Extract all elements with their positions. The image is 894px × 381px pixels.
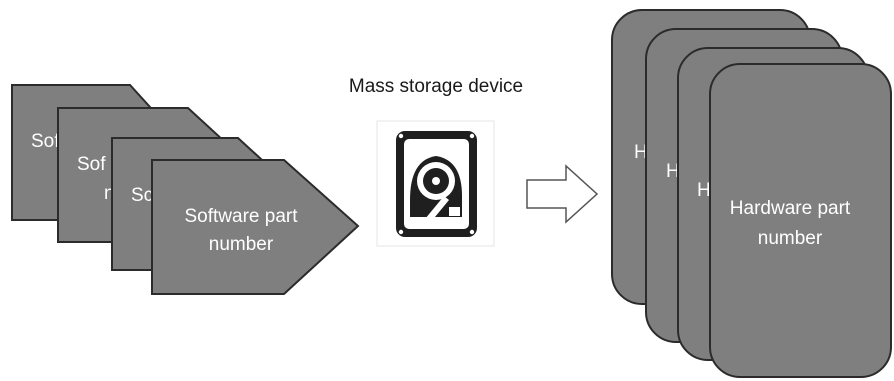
software-part-number-label-line1: Software part (185, 206, 299, 227)
hardware-card-3-label: H (697, 180, 711, 201)
hardware-card-stack: H H H Hardware part number (611, 9, 892, 378)
software-card-2-label-line1: Sof (77, 154, 106, 175)
hardware-card-1-label: H (634, 142, 648, 163)
hard-drive-icon (376, 120, 495, 247)
software-part-number-label-line2: number (209, 234, 274, 255)
right-arrow-icon (526, 164, 599, 224)
software-card-1-label: Sof (31, 131, 60, 152)
hardware-card-front: Hardware part number (709, 63, 892, 378)
hardware-card-2-label: H (666, 161, 680, 182)
software-card-2-label-line2: n (104, 183, 115, 204)
mass-storage-title: Mass storage device (349, 76, 523, 97)
hardware-part-number-label-line1: Hardware part (730, 198, 851, 219)
software-card-stack: Sof Sof n Sc Software part number (11, 84, 360, 295)
software-card-front: Software part number (151, 159, 360, 295)
hardware-part-number-label-line2: number (758, 228, 823, 249)
software-card-3-label: Sc (131, 185, 153, 206)
